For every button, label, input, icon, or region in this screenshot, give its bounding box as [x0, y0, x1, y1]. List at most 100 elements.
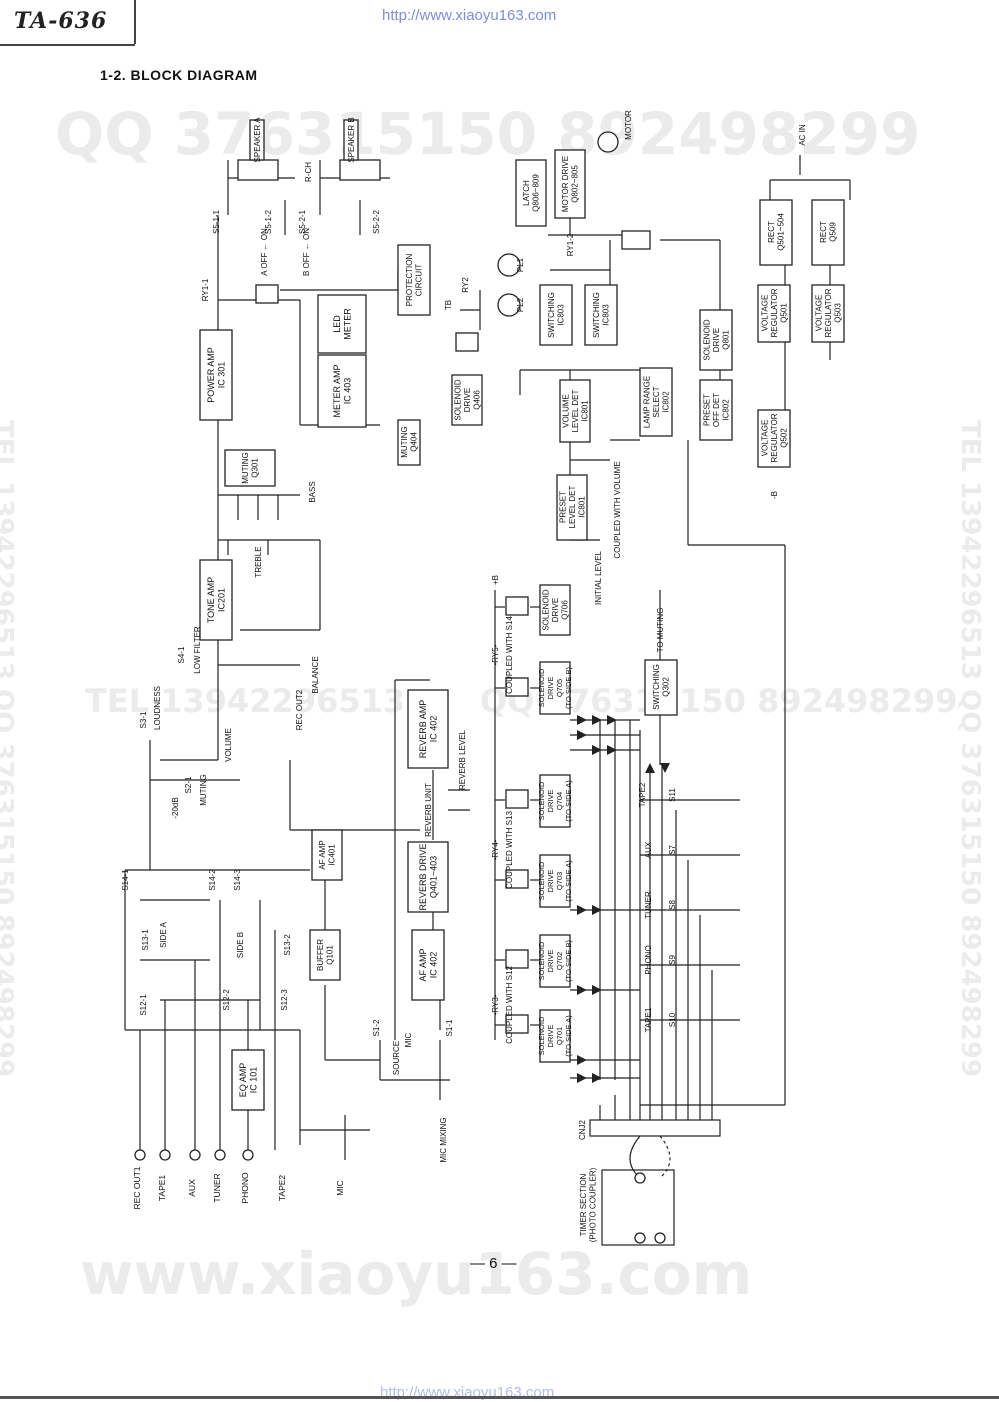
label-s11: S11: [668, 788, 677, 802]
label-reverb-unit: REVERB UNIT: [424, 783, 433, 837]
label-balance: BALANCE: [311, 656, 320, 693]
label-s13-2: S13-2: [283, 934, 292, 956]
label-s14-2: S14-2: [208, 869, 217, 891]
label-s14-3: S14-3: [233, 869, 242, 891]
label-reverb-level: REVERB LEVEL: [458, 729, 467, 790]
watermark-qq: QQ 376315150 892498299: [55, 100, 921, 168]
label-s1-1: S1-1: [445, 1019, 454, 1036]
label-ry5: -RY5-: [491, 644, 500, 665]
label-pl1: PL1: [516, 257, 525, 272]
label-ry3: -RY3-: [491, 994, 500, 1015]
label-timer-section: TIMER SECTION(PHOTO COUPLER): [579, 1167, 598, 1242]
block-latch: LATCHQ806~809: [522, 174, 541, 212]
block-switching-1: SWITCHINGIC803: [547, 292, 566, 338]
block-solenoid-q704: SOLENOIDDRIVEQ704(TO SIDE A): [537, 780, 573, 822]
block-solenoid-q703: SOLENOIDDRIVEQ703(TO SIDE A): [537, 860, 573, 902]
label-motor: MOTOR: [624, 110, 633, 140]
watermark-www: www.xiaoyu163.com: [80, 1240, 753, 1308]
label-source-1: SOURCE: [392, 1041, 401, 1075]
block-switching-q302: SWITCHINGQ302: [652, 664, 671, 710]
label-loudness: LOUDNESS: [153, 686, 162, 730]
block-muting-q404: MUTINGQ404: [400, 426, 419, 458]
label-rch-1: R-CH: [304, 162, 313, 182]
block-reverb-amp: REVERB AMPIC 402: [418, 700, 439, 759]
label-s10: S10: [668, 1012, 677, 1027]
label-minus-b: -B: [770, 491, 779, 499]
block-rect-2: RECTQ509: [819, 221, 838, 243]
label-plus-b: +B: [491, 575, 500, 585]
label-tape2-switch: TAPE2: [638, 782, 647, 807]
label-side-b: SIDE B: [236, 932, 245, 958]
label-ry4: -RY4-: [491, 839, 500, 860]
label-low-filter: LOW FILTER: [193, 626, 202, 674]
block-led-meter: LEDMETER: [332, 308, 353, 340]
block-solenoid-q702: SOLENOIDDRIVEQ702(TO SIDE B): [537, 940, 573, 982]
header-rule-horizontal: [0, 44, 135, 46]
model-number: TA-636: [14, 8, 108, 34]
block-solenoid-drive-q406: SOLENOIDDRIVEQ406: [453, 379, 481, 421]
block-preset-off-det: PRESETOFF DETIC802: [702, 393, 730, 427]
section-title: 1-2. BLOCK DIAGRAM: [100, 67, 258, 83]
label-pl2: PL2: [516, 297, 525, 312]
label-coupled-s14: COUPLED WITH S14: [505, 616, 514, 694]
block-voltage-regulator-q502: VOLTAGEREGULATORQ502: [760, 413, 788, 462]
block-meter-amp: METER AMPIC 403: [332, 364, 353, 417]
block-voltage-regulator-q501: VOLTAGEREGULATORQ501: [760, 288, 788, 337]
block-eq-amp: EQ AMPIC 101: [238, 1063, 259, 1098]
label-speaker-a: SPEAKER A: [253, 117, 262, 163]
block-power-amp: POWER AMPIC 301: [206, 347, 227, 403]
input-label-6: MIC: [335, 1180, 345, 1196]
label-s5-2-2: S5-2-2: [372, 209, 381, 234]
label-s12-3: S12-3: [280, 989, 289, 1011]
block-preset-level-det: PRESETLEVEL DETIC801: [558, 485, 586, 528]
label-s13-1: S13-1: [141, 929, 150, 951]
label-coupled-s13: COUPLED WITH S13: [505, 811, 514, 889]
input-label-0: REC OUT1: [132, 1166, 142, 1209]
watermark-tel: TEL 13942296513: [85, 682, 406, 720]
block-volume-level-det: VOLUMELEVEL DETIC801: [561, 389, 589, 432]
label-volume: VOLUME: [224, 728, 233, 762]
label-ry1-1: RY1-1: [201, 278, 210, 301]
label-s8: S8: [668, 900, 677, 910]
label-s4-1: S4-1: [177, 646, 186, 663]
label-minus-20db: -20dB: [171, 797, 180, 818]
footer-rule: [0, 1396, 999, 1399]
input-label-2: AUX: [187, 1179, 197, 1197]
label-a-off-on: A OFF ← ON: [260, 228, 269, 276]
label-ac-in: AC IN: [798, 124, 807, 146]
label-muting: MUTING: [199, 774, 208, 806]
block-solenoid-q701: SOLENOIDDRIVEQ701(TO SIDE A): [537, 1015, 573, 1057]
label-tape1-switch: TAPE1: [644, 1007, 653, 1032]
block-af-amp-ic401: AF AMPIC401: [318, 840, 337, 869]
block-muting-q301: MUTINGQ301: [241, 452, 259, 484]
label-ry1-2: RY1-2: [566, 233, 575, 256]
block-lamp-range-select: LAMP RANGESELECTIC802: [642, 376, 670, 428]
label-cnj2: CNJ2: [578, 1119, 587, 1140]
label-aux-switch: AUX: [644, 841, 653, 858]
block-motor-drive: MOTOR DRIVEQ802~805: [561, 156, 580, 212]
block-tone-amp: TONE AMPIC201: [206, 577, 227, 623]
label-s2-1: S2-1: [184, 776, 193, 793]
label-s1-2: S1-2: [372, 1019, 381, 1036]
label-ry2: RY2: [461, 277, 470, 293]
block-solenoid-drive-q801: SOLENOIDDRIVEQ801: [702, 319, 730, 361]
block-rect-1: RECTQ501~504: [767, 213, 786, 251]
label-treble: TREBLE: [254, 546, 263, 577]
label-to-muting: TO MUTING: [656, 608, 665, 653]
label-mic-1: MIC: [404, 1032, 413, 1047]
label-s3-1: S3-1: [139, 711, 148, 728]
block-protection-circuit: PROTECTIONCIRCUIT: [405, 254, 424, 307]
label-s7: S7: [668, 845, 677, 855]
label-b-off-on: B OFF ← ON: [302, 228, 311, 276]
label-phono-switch: PHONO: [644, 945, 653, 974]
label-speaker-b: SPEAKER B: [347, 117, 356, 162]
label-s9: S9: [668, 955, 677, 965]
label-s5-1-1: S5-1-1: [212, 209, 221, 234]
label-s12-1: S12-1: [139, 994, 148, 1016]
label-coupled-with-volume: COUPLED WITH VOLUME: [613, 461, 622, 558]
header-rule-vertical: [134, 0, 136, 44]
block-switching-2: SWITCHINGIC803: [592, 292, 611, 338]
label-s14-1: S14-1: [121, 869, 130, 891]
block-buffer: BUFFERQ101: [316, 939, 335, 971]
source-url-top[interactable]: http://www.xiaoyu163.com: [382, 7, 557, 24]
